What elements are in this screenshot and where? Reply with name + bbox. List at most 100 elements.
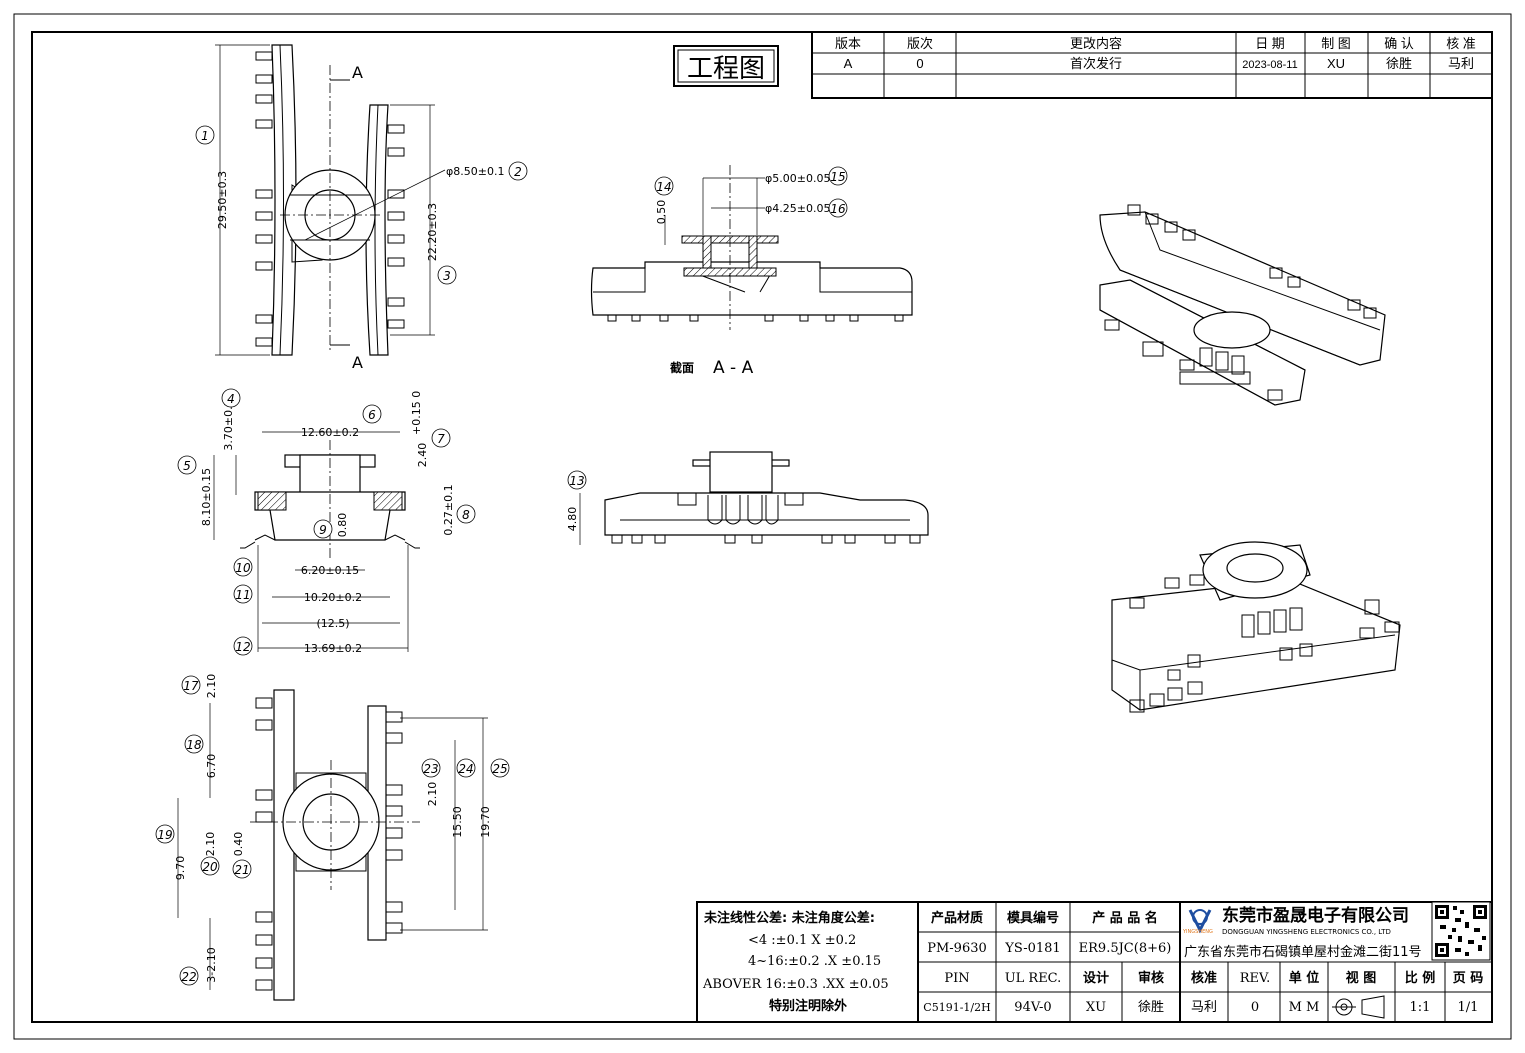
company-name-en: DONGGUAN YINGSHENG ELECTRONICS CO., LTD <box>1222 928 1391 936</box>
tb-h-review: 审核 <box>1138 970 1164 986</box>
balloon-4: 4 <box>227 392 235 406</box>
rev-cell-date: 2023-08-11 <box>1242 59 1297 71</box>
balloon-11: 11 <box>235 588 250 602</box>
company-address: 广东省东莞市石碣镇单屋村金滩二街11号 <box>1184 944 1422 960</box>
tb-material: PM-9630 <box>927 941 987 956</box>
dim-12: 13.69±0.2 <box>304 642 362 655</box>
tb-h-mold: 模具编号 <box>1007 910 1059 926</box>
dim-1: 29.50±0.3 <box>216 171 229 229</box>
iso-view-top <box>1099 204 1386 406</box>
outer-border <box>13 13 1512 1040</box>
section-label: 截面 <box>670 360 694 375</box>
rev-header-confirm: 确 认 <box>1384 36 1414 51</box>
balloon-14: 14 <box>656 180 671 194</box>
dim-3: 22.20±0.3 <box>426 203 439 261</box>
projection-symbol-icon <box>1332 995 1385 1019</box>
rev-cell-approve: 马利 <box>1448 56 1474 71</box>
tol-line3: 4~16:±0.2 .X ±0.15 <box>748 954 881 969</box>
tb-review: 徐胜 <box>1138 1000 1164 1015</box>
dim-19: 9.70 <box>174 856 187 881</box>
tb-h-rev: REV. <box>1240 971 1271 986</box>
tb-mold: YS-0181 <box>1004 941 1060 956</box>
dim-11b: (12.5) <box>316 617 349 630</box>
rev-cell-edition: 0 <box>916 56 923 71</box>
tb-h-pin: PIN <box>944 971 969 986</box>
dim-8: 0.27±0.1 <box>442 484 455 535</box>
rev-cell-version: A <box>844 56 853 71</box>
tb-unit: M M <box>1289 1000 1320 1015</box>
dim-22: 3-2.10 <box>205 947 218 982</box>
revision-table: 版本 版次 更改内容 日 期 制 图 确 认 核 准 A 0 首次发行 2023… <box>811 31 1493 99</box>
section-aa-view: φ5.00±0.05 φ4.25±0.05 0.50 截面 A - A <box>590 165 913 378</box>
balloon-1: 1 <box>201 129 209 143</box>
balloon-21: 21 <box>234 863 249 877</box>
dim-18: 6.70 <box>205 754 218 779</box>
dim-17: 2.10 <box>205 674 218 699</box>
tb-h-view: 视 图 <box>1346 970 1377 986</box>
tol-line5: 特别注明除外 <box>769 998 847 1014</box>
rev-header-version: 版本 <box>835 36 861 51</box>
balloon-10: 10 <box>235 561 251 575</box>
side-view: 4.80 <box>566 451 929 545</box>
iso-view-bottom <box>1111 541 1401 713</box>
title-stamp-text: 工程图 <box>687 54 765 84</box>
section-mark-top: A <box>352 63 363 82</box>
balloon-8: 8 <box>462 508 470 522</box>
balloon-15: 15 <box>830 170 845 184</box>
balloon-18: 18 <box>186 738 202 752</box>
balloon-24: 24 <box>458 762 473 776</box>
dim-20: 2.10 <box>204 832 217 857</box>
tb-h-unit: 单 位 <box>1289 970 1320 986</box>
balloon-3: 3 <box>443 269 451 283</box>
tb-pin: C5191-1/2H <box>923 1001 990 1014</box>
dim-13: 4.80 <box>566 507 579 532</box>
balloons: 1 2 3 4 5 6 7 8 9 10 11 12 13 14 15 16 1… <box>155 125 848 986</box>
dim-25: 19.70 <box>479 806 492 838</box>
company-logo-text: YINGSHENG <box>1182 929 1213 935</box>
tb-design: XU <box>1086 1000 1106 1015</box>
dim-10: 6.20±0.15 <box>301 564 359 577</box>
tb-h-page: 页 码 <box>1453 971 1484 986</box>
tb-approve: 马利 <box>1191 1000 1217 1015</box>
balloon-7: 7 <box>437 432 445 446</box>
section-name: A - A <box>713 358 754 378</box>
dim-7-tol: +0.15 0 <box>410 391 423 435</box>
tb-page: 1/1 <box>1458 1000 1479 1015</box>
tol-line2: <4 :±0.1 X ±0.2 <box>748 933 856 948</box>
balloon-2: 2 <box>514 165 522 179</box>
balloon-17: 17 <box>183 679 199 693</box>
dim-7: 2.40 <box>416 443 429 468</box>
tb-h-product: 产 品 品 名 <box>1092 910 1158 926</box>
tb-h-ul: UL REC. <box>1005 971 1062 986</box>
title-stamp: 工程图 <box>673 45 779 87</box>
balloon-19: 19 <box>157 828 172 842</box>
rev-header-edition: 版次 <box>907 36 933 51</box>
rev-cell-confirm: 徐胜 <box>1386 56 1412 71</box>
tb-scale: 1:1 <box>1410 1000 1431 1015</box>
dim-4: 3.70±0.1 <box>222 399 235 450</box>
dim-6: 12.60±0.2 <box>301 426 359 439</box>
section-mark-bottom: A <box>352 353 363 372</box>
tb-h-approve: 核准 <box>1191 970 1217 986</box>
balloon-5: 5 <box>183 459 191 473</box>
qr-code-icon <box>1431 901 1491 961</box>
rev-header-change: 更改内容 <box>1070 36 1122 51</box>
tol-line4: ABOVER 16:±0.3 .XX ±0.05 <box>702 977 889 992</box>
balloon-25: 25 <box>492 762 507 776</box>
tb-h-material: 产品材质 <box>931 910 983 926</box>
dim-2: φ8.50±0.1 <box>446 165 504 178</box>
tb-h-scale: 比 例 <box>1405 970 1436 986</box>
rev-header-date: 日 期 <box>1255 36 1285 51</box>
tb-product: ER9.5JC(8+6) <box>1079 941 1172 956</box>
dim-24: 15.50 <box>451 806 464 838</box>
dim-9: 0.80 <box>336 513 349 538</box>
tb-ul: 94V-0 <box>1014 1000 1051 1015</box>
balloon-22: 22 <box>181 970 196 984</box>
top-view: A A 29.50±0.3 22.20±0.3 φ8.50±0.1 <box>215 44 504 372</box>
balloon-16: 16 <box>830 202 846 216</box>
dim-21: 0.40 <box>232 832 245 857</box>
tb-rev: 0 <box>1251 1000 1259 1015</box>
company-name-cn: 东莞市盈晟电子有限公司 <box>1222 905 1409 926</box>
balloon-23: 23 <box>423 762 438 776</box>
